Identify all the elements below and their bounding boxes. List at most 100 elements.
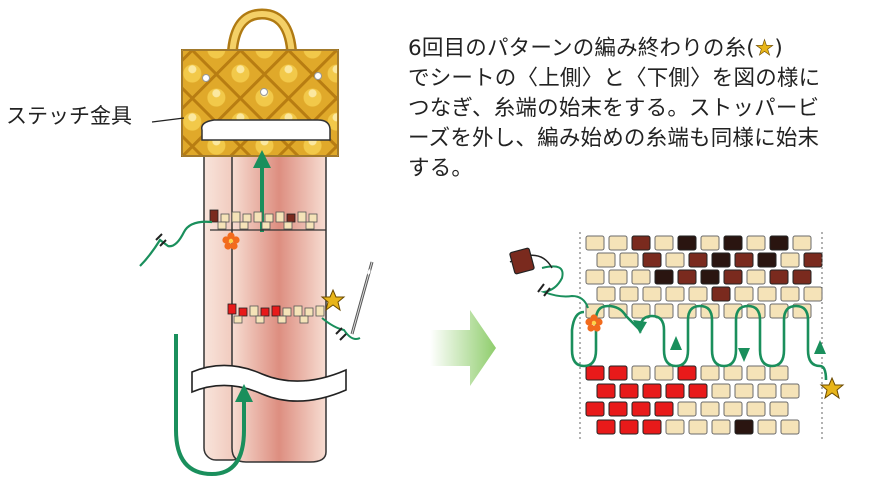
- bead: [734, 383, 754, 399]
- bead: [665, 383, 685, 399]
- transition-arrow: [430, 310, 496, 386]
- bead: [585, 235, 605, 251]
- bead: [642, 383, 662, 399]
- bead: [746, 401, 766, 417]
- bead: [654, 235, 674, 251]
- bead: [803, 252, 823, 268]
- star-icon: [819, 376, 845, 400]
- bead: [769, 235, 789, 251]
- bead: [792, 269, 812, 285]
- bead: [642, 286, 662, 302]
- bead: [780, 383, 800, 399]
- bead: [711, 419, 731, 435]
- bead: [746, 269, 766, 285]
- bead: [619, 252, 639, 268]
- bead: [688, 383, 708, 399]
- bead: [792, 235, 812, 251]
- bead: [700, 365, 720, 381]
- thread-zigzag: [570, 304, 828, 381]
- thread-bottom-loop: [174, 334, 246, 477]
- bead: [654, 401, 674, 417]
- bead: [711, 383, 731, 399]
- bead: [642, 419, 662, 435]
- bead: [757, 286, 777, 302]
- bead: [757, 252, 777, 268]
- bead: [757, 419, 777, 435]
- bead: [688, 286, 708, 302]
- bead: [596, 419, 616, 435]
- instruction-line: つなぎ、糸端の始末をする。ストッパービ: [408, 96, 820, 121]
- bead: [654, 269, 674, 285]
- bead: [711, 252, 731, 268]
- bead: [780, 252, 800, 268]
- bead: [780, 286, 800, 302]
- bead: [711, 286, 731, 302]
- star-icon: ★: [754, 36, 775, 62]
- bead: [642, 252, 662, 268]
- bead: [631, 303, 651, 319]
- bead: [688, 252, 708, 268]
- bead: [596, 383, 616, 399]
- stopper-bead: [509, 247, 535, 275]
- bead: [585, 365, 605, 381]
- bead: [734, 419, 754, 435]
- bead: [608, 401, 628, 417]
- bead: [677, 269, 697, 285]
- instruction-text: 6回目のパターンの編み終わりの糸(★) でシートの〈上側〉と〈下側〉を図の様に …: [408, 34, 894, 184]
- sheet-break: [191, 364, 347, 402]
- bead: [700, 269, 720, 285]
- flower-icon: [585, 314, 603, 332]
- bead: [631, 269, 651, 285]
- bead: [665, 252, 685, 268]
- thread-start-end: [139, 220, 213, 267]
- bead: [596, 286, 616, 302]
- bead: [734, 286, 754, 302]
- bead: [780, 419, 800, 435]
- flower-icon: [222, 232, 240, 250]
- bead: [631, 365, 651, 381]
- instruction-line: でシートの〈上側〉と〈下側〉を図の様に: [408, 66, 821, 91]
- bead: [585, 401, 605, 417]
- bead: [746, 235, 766, 251]
- bead: [619, 383, 639, 399]
- sheet-front-panel: [231, 121, 327, 463]
- needle-icon: [350, 261, 374, 335]
- lower-bead-row: [227, 303, 325, 324]
- star-icon: [320, 288, 346, 312]
- bead: [596, 252, 616, 268]
- bead: [769, 401, 789, 417]
- bead: [677, 235, 697, 251]
- bead: [619, 419, 639, 435]
- bead: [608, 269, 628, 285]
- instruction-line: する。: [408, 156, 474, 181]
- bead: [665, 286, 685, 302]
- bead: [608, 365, 628, 381]
- bead: [723, 269, 743, 285]
- stitch-hardware-label: ステッチ金具: [6, 104, 132, 128]
- bead: [677, 365, 697, 381]
- bead: [585, 269, 605, 285]
- bead: [631, 401, 651, 417]
- bead: [619, 286, 639, 302]
- bead: [746, 365, 766, 381]
- bead: [677, 401, 697, 417]
- bead: [631, 235, 651, 251]
- instruction-line: 6回目のパターンの編み終わりの糸(★): [408, 36, 783, 62]
- bead-grid: [579, 232, 823, 440]
- bead: [723, 235, 743, 251]
- bead: [723, 401, 743, 417]
- bead: [700, 235, 720, 251]
- bead: [723, 365, 743, 381]
- bead: [700, 401, 720, 417]
- bead: [688, 419, 708, 435]
- bead: [608, 235, 628, 251]
- upper-bead-row: [209, 209, 326, 231]
- bead: [803, 286, 823, 302]
- bead: [654, 365, 674, 381]
- bead: [769, 269, 789, 285]
- bead: [757, 383, 777, 399]
- label-leader-line: [151, 117, 185, 123]
- bead: [769, 365, 789, 381]
- instruction-line: ーズを外し、編み始めの糸端も同様に始末: [408, 126, 820, 151]
